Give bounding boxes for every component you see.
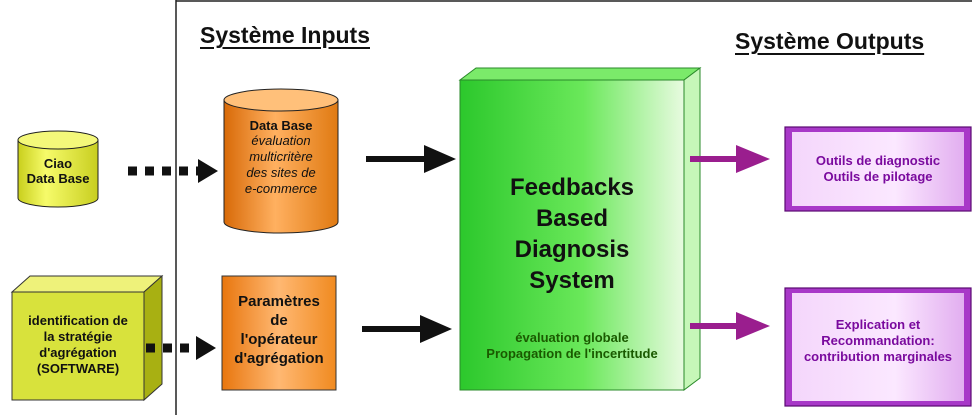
inputs-heading: Système Inputs [200,22,370,48]
fbds-title: Feedbacks Based Diagnosis System [460,172,684,296]
database-line: des sites de [246,165,316,180]
arrow-database-to-fbds [366,145,456,173]
fbds-line: Based [535,205,609,232]
database-line: e-commerce [244,181,318,196]
explication-line: Recommandation: [821,333,935,348]
ciao-line: Data Base [26,171,90,186]
fbds-subtitle: évaluation globale Propagation de l'ince… [456,330,688,362]
software-line: la stratégie [43,329,113,344]
software-line: identification de [28,313,128,328]
fbds-line: Diagnosis [514,236,630,263]
parametres-box [221,275,337,391]
outils-line: Outils de pilotage [823,169,933,184]
parametres-label: Paramètres de l'opérateur d'agrégation [222,292,336,368]
database-label: Data Base évaluation multicritère des si… [226,118,336,197]
system-frame [175,0,972,415]
explication-label: Explication et Recommandation: contribut… [792,317,964,365]
fbds-line: System [529,267,615,294]
outputs-heading: Système Outputs [735,28,925,54]
arrow-fbds-to-explication [690,312,770,340]
database-cylinder [223,88,339,234]
software-cube [10,274,164,402]
explication-line: contribution marginales [803,349,953,364]
explication-box [784,287,972,407]
fbds-block [458,67,702,391]
fbds-sub-line: évaluation globale [515,330,629,345]
outils-line: Outils de diagnostic [815,153,941,168]
parametres-line: d'agrégation [234,350,324,367]
ciao-database-label: Ciao Data Base [20,156,96,186]
fbds-line: Feedbacks [509,174,635,201]
arrow-fbds-to-outils [690,145,770,173]
parametres-line: l'opérateur [240,331,318,348]
software-line: d'agrégation [39,345,117,360]
fbds-sub-line: Propagation de l'incertitude [486,346,658,361]
ciao-database-cylinder [17,130,99,208]
software-line: (SOFTWARE) [36,361,120,376]
arrow-parametres-to-fbds [362,315,452,343]
parametres-line: de [270,312,288,329]
software-label: identification de la stratégie d'agrégat… [12,313,144,377]
arrow-ciao-to-database [128,159,218,183]
explication-line: Explication et [835,317,921,332]
outils-box [784,126,972,212]
parametres-line: Paramètres [238,293,320,310]
ciao-line: Ciao [43,156,73,171]
database-line: évaluation [251,133,311,148]
database-line: multicritère [249,149,313,164]
arrow-software-to-parametres [146,336,216,360]
database-title: Data Base [249,118,313,133]
outils-label: Outils de diagnostic Outils de pilotage [792,153,964,185]
